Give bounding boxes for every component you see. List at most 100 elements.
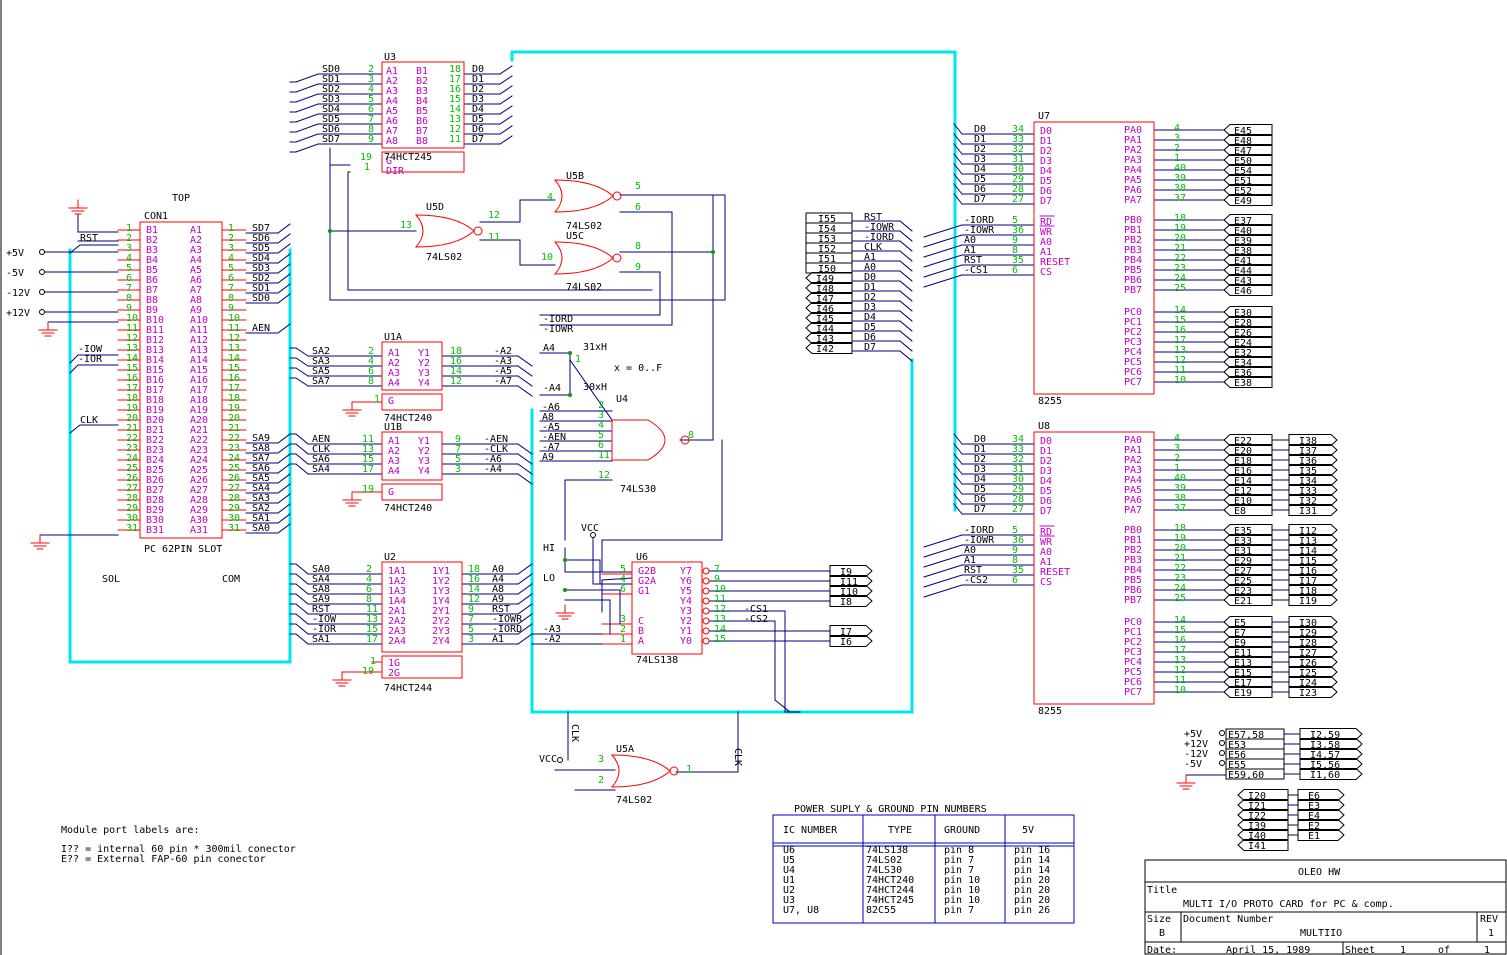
u7-e-port-shape — [1223, 274, 1273, 286]
u8-ctl-net: A1 — [964, 555, 976, 566]
u1a-pin-num: 6 — [368, 366, 374, 377]
u7-d-net: D7 — [974, 194, 986, 205]
size-label: Size — [1147, 914, 1171, 925]
u8-pin-num: 5 — [1012, 525, 1018, 536]
wire — [277, 323, 291, 334]
wire — [741, 620, 791, 713]
con1-a-pin: A14 — [190, 355, 208, 366]
u3-b-pin: B6 — [416, 116, 428, 127]
u6-pin-num: 5 — [620, 564, 626, 575]
con1-pin-number: 20 — [228, 413, 240, 424]
con1-a-pin: A18 — [190, 395, 208, 406]
con1-a-pin: A24 — [190, 455, 208, 466]
u8-pin-num: 16 — [1174, 635, 1186, 646]
wire — [953, 483, 963, 495]
u7-d-pin: D4 — [1040, 166, 1052, 177]
u7-e-port: E54 — [1234, 166, 1252, 177]
u8-e-port: E16 — [1234, 466, 1252, 477]
u1b-in-net: SA4 — [312, 464, 330, 475]
u2-a-pin: 1A4 — [388, 596, 406, 607]
date-label: Date: — [1147, 945, 1177, 955]
u2-pin-num: 8 — [366, 594, 372, 605]
pp-rail-terminal-icon — [1219, 760, 1225, 766]
u6-a3-net: -A3 — [543, 624, 561, 635]
u3-a-pin: A5 — [386, 106, 398, 117]
u8-i-port: I26 — [1299, 658, 1317, 669]
con1-net-label: SD1 — [252, 283, 270, 294]
u7-pin-num: 34 — [1012, 124, 1024, 135]
u8-i-port-shape — [1288, 484, 1338, 496]
u4-type: 74LS30 — [620, 484, 656, 495]
wire — [953, 433, 963, 445]
u7-pin-num: 2 — [1174, 143, 1180, 154]
u8-pin-num: 15 — [1174, 625, 1186, 636]
u5b-pin: 6 — [635, 202, 641, 213]
u8-i-port: I12 — [1299, 526, 1317, 537]
wire — [277, 523, 291, 534]
con1-pin-number: 27 — [126, 483, 138, 494]
wire — [517, 385, 533, 397]
u7-e-port-shape — [1223, 336, 1273, 348]
misc-i-port-shape — [1237, 839, 1289, 851]
u8-d-pin: D7 — [1040, 506, 1052, 517]
con1-net-label: SD5 — [252, 243, 270, 254]
con1-a-pin: A6 — [190, 275, 202, 286]
u8-e-port-shape — [1223, 484, 1273, 496]
u4-bubble — [680, 435, 690, 445]
u8-i-port-shape — [1288, 474, 1338, 486]
u7-e-port: E38 — [1234, 246, 1252, 257]
wire — [517, 583, 533, 595]
wire — [277, 233, 291, 244]
con1-pin-number: 8 — [228, 293, 234, 304]
wire — [517, 473, 533, 485]
u7-type: 8255 — [1038, 396, 1062, 407]
wire — [953, 493, 963, 505]
sol-label: SOL — [102, 574, 120, 585]
con1-b-pin: B25 — [146, 465, 164, 476]
u7-e-port: E32 — [1234, 348, 1252, 359]
u7-pb-pin: PB2 — [1124, 235, 1142, 246]
u8-e-port: E31 — [1234, 546, 1252, 557]
u8-i-port-shape — [1288, 594, 1338, 606]
u7-pin-num: 35 — [1012, 255, 1024, 266]
wire — [499, 75, 513, 85]
u1a-pin-num: 4 — [368, 356, 374, 367]
power-table-cell: pin 7 — [944, 905, 974, 916]
u3-a-pin: A7 — [386, 126, 398, 137]
wire — [277, 443, 291, 454]
wire — [277, 433, 291, 444]
u2-pin-num: 5 — [468, 624, 474, 635]
con1-pin-number: 29 — [228, 503, 240, 514]
u7-ctl-pin: A0 — [1040, 237, 1052, 248]
pp-rail: +5V — [1184, 729, 1202, 740]
u1b-type: 74HCT240 — [384, 503, 432, 514]
con1-net-label: SD3 — [252, 263, 270, 274]
u1a-in-net: SA2 — [312, 346, 330, 357]
u1b-out-net: -A4 — [484, 464, 502, 475]
wire — [69, 364, 119, 374]
con1-b-pin: B17 — [146, 385, 164, 396]
u7-e-port: E41 — [1234, 256, 1252, 267]
con1-a-pin: A28 — [190, 495, 208, 506]
u8-pin-num: 37 — [1174, 503, 1186, 514]
wire — [923, 254, 963, 268]
u2-y-pin: 2Y4 — [432, 636, 450, 647]
u3-pin-num: 5 — [368, 94, 374, 105]
u8-e-port: E9 — [1234, 638, 1246, 649]
u8-pb-pin: PB5 — [1124, 575, 1142, 586]
u8-i-port: I31 — [1299, 506, 1317, 517]
wire — [277, 463, 291, 474]
u7-e-port-shape — [1223, 316, 1273, 328]
power-table-cell: pin 7 — [944, 855, 974, 866]
con1-a-pin: A22 — [190, 435, 208, 446]
con1-b-pin: B1 — [146, 225, 158, 236]
u8-d-net: D2 — [974, 454, 986, 465]
u7-ctl-pin: WR — [1040, 227, 1053, 238]
u7-e-port-shape — [1223, 164, 1273, 176]
u7-pin-num: 4 — [1174, 123, 1180, 134]
u3-a-net: SD4 — [322, 104, 340, 115]
misc-e-port-shape — [1297, 809, 1345, 821]
u8-pin-num: 30 — [1012, 474, 1024, 485]
con1-net-label: SD0 — [252, 293, 270, 304]
u8-pin-num: 25 — [1174, 593, 1186, 604]
